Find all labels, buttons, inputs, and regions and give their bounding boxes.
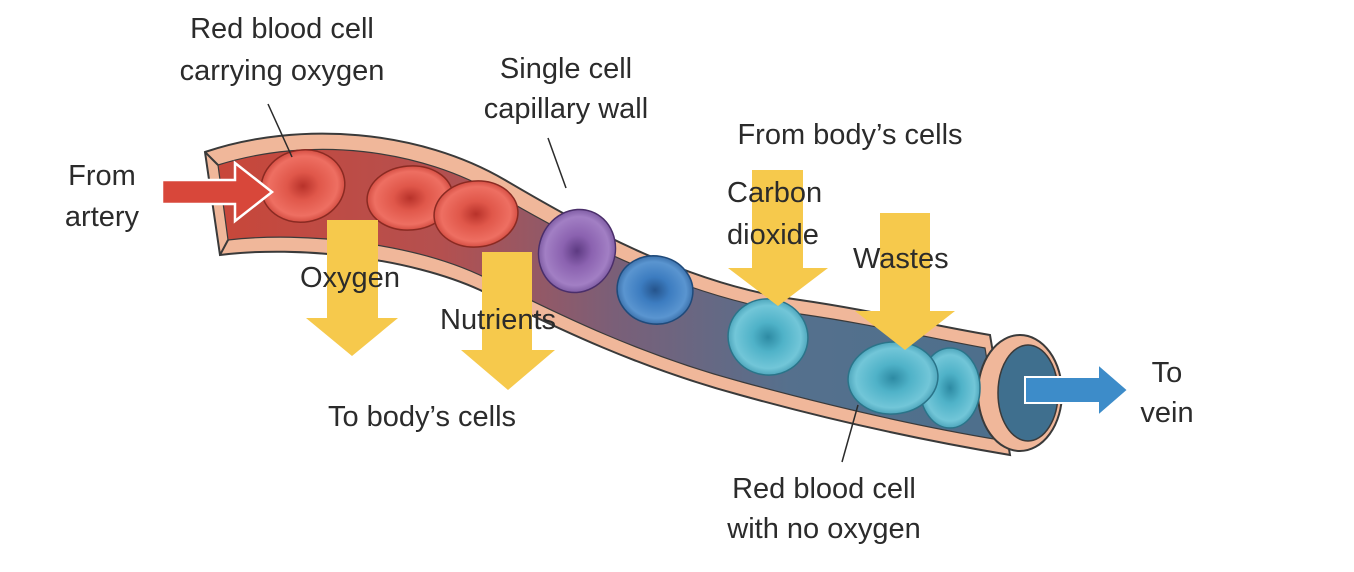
red-blood-cell bbox=[433, 180, 519, 248]
red-blood-cell-teal bbox=[847, 341, 939, 415]
red-blood-cell-purple bbox=[537, 208, 617, 294]
label-rbc-oxygen-2: carrying oxygen bbox=[180, 55, 385, 87]
label-from-artery-1: From bbox=[68, 160, 136, 192]
carbon-dioxide-in-arrow bbox=[728, 170, 828, 306]
transitional-red-blood-cells bbox=[537, 208, 694, 325]
oxygen-out-arrow bbox=[306, 220, 398, 356]
label-to-vein-1: To bbox=[1152, 357, 1183, 389]
label-wall-2: capillary wall bbox=[484, 93, 648, 125]
label-from-artery-2: artery bbox=[65, 201, 140, 233]
to-vein-arrow bbox=[1024, 361, 1130, 419]
label-wall-1: Single cell bbox=[500, 53, 632, 85]
label-rbc-oxygen-1: Red blood cell bbox=[190, 13, 374, 45]
label-from-body-cells: From body’s cells bbox=[737, 119, 962, 151]
label-rbc-no-oxygen-1: Red blood cell bbox=[732, 473, 916, 505]
label-carbon-1: Carbon bbox=[727, 177, 822, 209]
red-blood-cell-blue bbox=[616, 255, 694, 325]
leader-rbc-oxygen bbox=[267, 103, 293, 158]
label-nutrients: Nutrients bbox=[440, 304, 556, 336]
label-wastes: Wastes bbox=[853, 243, 949, 275]
nutrients-out-arrow bbox=[461, 252, 555, 390]
leader-capillary-wall bbox=[547, 137, 567, 189]
label-to-body-cells: To body’s cells bbox=[328, 401, 516, 433]
exchange-arrows bbox=[306, 170, 955, 390]
label-carbon-2: dioxide bbox=[727, 219, 819, 251]
from-artery-arrow bbox=[160, 160, 275, 224]
label-to-vein-2: vein bbox=[1140, 397, 1193, 429]
deoxygenated-red-blood-cells bbox=[727, 298, 981, 429]
wastes-in-arrow bbox=[855, 213, 955, 350]
label-oxygen: Oxygen bbox=[300, 262, 400, 294]
label-rbc-no-oxygen-2: with no oxygen bbox=[726, 513, 920, 545]
leader-lines bbox=[267, 103, 859, 463]
vessel-left-edge bbox=[204, 151, 229, 256]
labels: Red blood cell carrying oxygen Single ce… bbox=[65, 13, 1194, 545]
leader-rbc-no-oxygen bbox=[841, 404, 859, 463]
